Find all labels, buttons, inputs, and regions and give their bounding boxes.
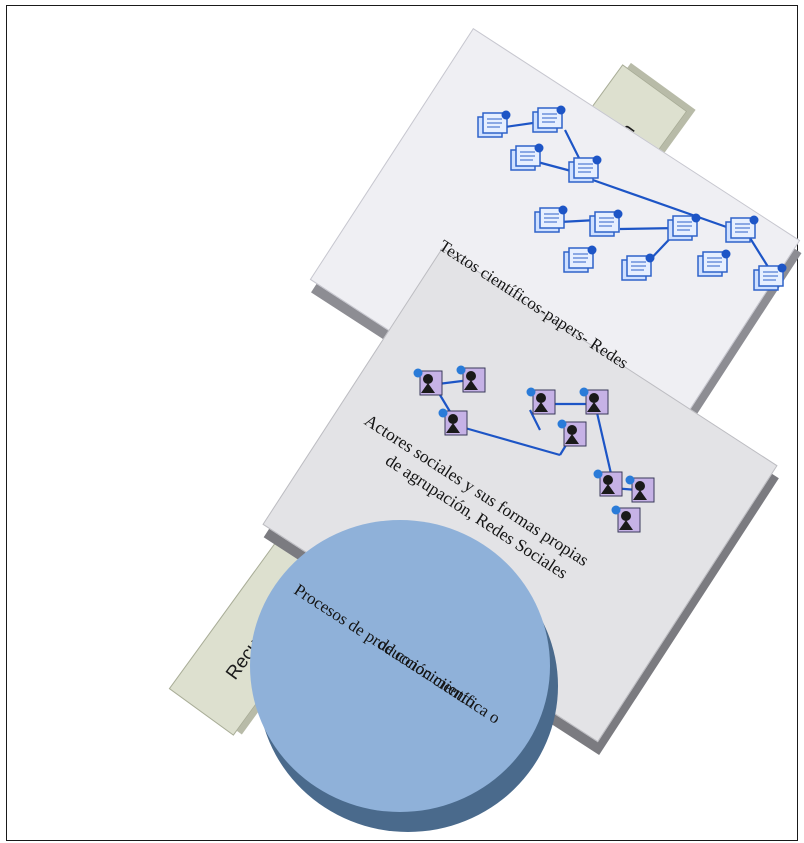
person-network-icon (413, 368, 443, 396)
document-network-icon (667, 212, 702, 241)
person-network-icon (611, 505, 641, 533)
person-network-icon (438, 408, 468, 436)
document-network-icon (621, 252, 656, 281)
document-network-icon (532, 104, 567, 133)
document-network-icon (563, 244, 598, 273)
person-network-icon (456, 365, 486, 393)
diagram-frame (6, 5, 798, 841)
person-network-icon (557, 419, 587, 447)
document-network-icon (753, 262, 788, 291)
process-cylinder-top (250, 520, 550, 812)
papers-network-nodes (477, 104, 788, 291)
document-network-icon (589, 208, 624, 237)
document-network-icon (568, 154, 603, 183)
person-network-icon (593, 469, 623, 497)
document-network-icon (510, 142, 545, 171)
document-network-icon (477, 109, 512, 138)
document-network-icon (697, 248, 732, 277)
person-network-icon (579, 387, 609, 415)
papers-network-links (504, 120, 771, 271)
document-network-icon (725, 214, 760, 243)
document-network-icon (534, 204, 569, 233)
